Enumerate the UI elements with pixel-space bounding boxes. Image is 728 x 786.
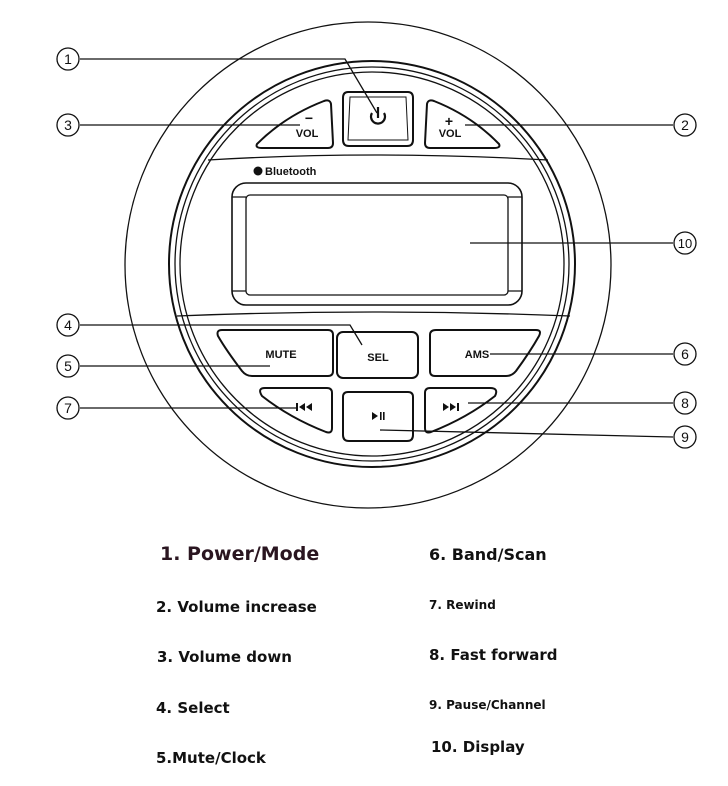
callout-7: 7 xyxy=(56,396,80,420)
fast-forward-icon xyxy=(443,403,459,411)
callout-2: 2 xyxy=(673,113,697,137)
callout-10: 10 xyxy=(673,231,697,255)
power-button[interactable] xyxy=(342,91,414,147)
volume-down-button[interactable]: − VOL xyxy=(255,99,335,149)
svg-text:9: 9 xyxy=(681,429,689,445)
legend-item-10: 10. Display xyxy=(431,738,525,756)
svg-text:5: 5 xyxy=(64,358,72,374)
fast-forward-button[interactable] xyxy=(424,387,498,434)
inner-ring-2 xyxy=(174,66,570,462)
svg-text:1: 1 xyxy=(64,51,72,67)
inner-ring xyxy=(168,60,576,468)
callout-3: 3 xyxy=(56,113,80,137)
callout-8: 8 xyxy=(673,391,697,415)
svg-text:+: + xyxy=(445,113,453,129)
bottom-divider xyxy=(176,311,571,317)
bluetooth-icon xyxy=(253,166,263,176)
play-pause-icon xyxy=(372,412,385,420)
radio-diagram: − VOL + VOL Bluetooth MUTE SEL AMS xyxy=(56,21,697,509)
svg-text:VOL: VOL xyxy=(296,128,319,140)
svg-text:8: 8 xyxy=(681,395,689,411)
volume-up-button[interactable]: + VOL xyxy=(423,99,501,149)
legend-item-2: 2. Volume increase xyxy=(156,598,317,616)
legend-item-7: 7. Rewind xyxy=(429,598,496,612)
callout-6: 6 xyxy=(673,342,697,366)
legend-item-6: 6. Band/Scan xyxy=(429,545,547,564)
select-button[interactable]: SEL xyxy=(336,331,419,379)
legend-item-3: 3. Volume down xyxy=(157,648,292,666)
legend-item-8: 8. Fast forward xyxy=(429,646,558,664)
svg-text:MUTE: MUTE xyxy=(265,349,296,361)
svg-text:VOL: VOL xyxy=(439,128,462,140)
svg-text:10: 10 xyxy=(678,236,692,251)
legend-item-5: 5.Mute/Clock xyxy=(156,749,266,767)
svg-text:6: 6 xyxy=(681,346,689,362)
svg-text:7: 7 xyxy=(64,400,72,416)
svg-text:4: 4 xyxy=(64,317,72,333)
inner-ring-3 xyxy=(179,71,565,457)
callout-5: 5 xyxy=(56,354,80,378)
svg-text:−: − xyxy=(305,110,313,126)
svg-text:Bluetooth: Bluetooth xyxy=(265,166,317,178)
ams-button[interactable]: AMS xyxy=(429,329,541,377)
mute-button[interactable]: MUTE xyxy=(216,329,334,377)
legend-item-4: 4. Select xyxy=(156,699,230,717)
power-icon xyxy=(369,107,387,125)
legend-item-1: 1. Power/Mode xyxy=(160,543,320,565)
play-pause-button[interactable] xyxy=(342,391,414,442)
svg-text:AMS: AMS xyxy=(465,349,489,361)
top-divider xyxy=(207,154,549,161)
legend-item-9: 9. Pause/Channel xyxy=(429,698,546,712)
svg-text:2: 2 xyxy=(681,117,689,133)
display-screen xyxy=(231,182,523,306)
bluetooth-label: Bluetooth xyxy=(253,166,317,178)
rewind-icon xyxy=(296,403,312,411)
callout-9: 9 xyxy=(673,425,697,449)
outer-bezel xyxy=(124,21,612,509)
svg-text:SEL: SEL xyxy=(367,352,389,364)
callout-4: 4 xyxy=(56,313,80,337)
rewind-button[interactable] xyxy=(259,387,333,434)
leader-lines xyxy=(80,58,674,438)
svg-text:3: 3 xyxy=(64,117,72,133)
callout-1: 1 xyxy=(56,47,80,71)
